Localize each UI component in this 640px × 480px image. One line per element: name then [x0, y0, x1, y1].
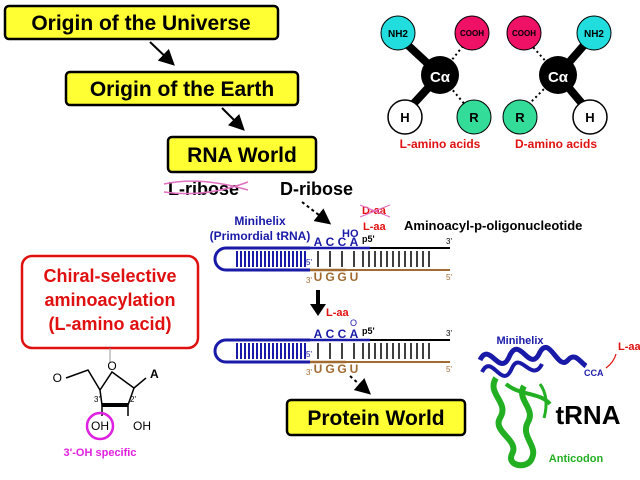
l-amino-acid-structure: Cα NH2 COOH H R — [380, 15, 492, 135]
l-amino-acids-label: L-amino acids — [400, 137, 481, 151]
d-amino-acid-structure: Cα COOH NH2 R H — [502, 15, 612, 135]
oligo-label: Aminoacyl-p-oligonucleotide — [404, 218, 582, 233]
p5-label-2: p5' — [362, 326, 375, 336]
oligo2-three-prime: 3' — [446, 329, 452, 338]
rna-world-box: RNA World — [166, 135, 318, 174]
down-arrow — [310, 290, 326, 316]
mh1-five-prime: 5' — [306, 258, 312, 267]
chiral-selective-box: Chiral-selective aminoacylation (L-amino… — [20, 254, 200, 350]
d-r-label: R — [515, 110, 525, 125]
ribose-o5-label: O — [53, 371, 62, 385]
mh2-top-base-1: A — [314, 327, 323, 341]
p5-label-1: p5' — [362, 234, 375, 244]
l-calpha-label: Cα — [430, 69, 451, 86]
ribose-a-label: A — [150, 367, 159, 381]
chiral-line-2: aminoacylation — [44, 290, 175, 310]
mh1-top-base-2: C — [326, 235, 335, 249]
trna-ribbon — [477, 345, 588, 469]
ribose-oh3-label: OH — [91, 419, 109, 433]
d-nh2-label: NH2 — [584, 29, 604, 40]
mh1-top-base-3: C — [338, 235, 347, 249]
earth-box: Origin of the Earth — [64, 70, 300, 107]
earth-label: Origin of the Earth — [90, 78, 274, 101]
trna-minihelix-label: Minihelix — [496, 335, 544, 347]
trna-title: tRNA — [556, 400, 621, 430]
d-aa-strike — [359, 204, 391, 218]
universe-box: Origin of the Universe — [3, 4, 280, 41]
trna-l-aa-label: L-aa — [618, 341, 640, 353]
ribose-oh2-label: OH — [133, 419, 151, 433]
d-amino-acids-label: D-amino acids — [515, 137, 597, 151]
mh2-o-label: O — [350, 318, 357, 328]
protein-world-label: Protein World — [307, 407, 444, 430]
mh1-top-base-4: A — [350, 235, 359, 249]
arrow-universe-earth — [149, 41, 175, 66]
arrow-dribose-minihelix — [301, 201, 332, 225]
oligo2-five-prime: 5' — [446, 365, 452, 374]
ribose-c3-label: 3' — [94, 395, 100, 404]
trna-aa-link — [605, 353, 617, 369]
l-h-label: H — [400, 110, 409, 125]
mh1-three-prime: 3' — [306, 276, 312, 285]
minihelix-1 — [213, 246, 450, 272]
ribose-structure — [65, 369, 147, 441]
mh2-top-base-2: C — [326, 327, 335, 341]
d-cooh-label: COOH — [512, 29, 536, 38]
trna-cca-label: CCA — [584, 368, 604, 378]
mh1-bottom-base-2: G — [325, 270, 334, 284]
chiral-line-3: (L-amino acid) — [48, 314, 171, 334]
chiral-line-1: Chiral-selective — [43, 266, 176, 286]
d-h-label: H — [585, 110, 594, 125]
l-aa-label-2: L-aa — [326, 307, 350, 319]
ribose-ring-o-label: O — [107, 359, 116, 373]
mh2-bottom-base-2: G — [325, 362, 334, 376]
universe-label: Origin of the Universe — [31, 12, 250, 35]
ho-label: HO — [342, 228, 359, 240]
oligo-three-prime: 3' — [446, 237, 452, 246]
mh1-bottom-base-4: U — [350, 270, 359, 284]
d-ribose-label: D-ribose — [280, 179, 353, 199]
mh1-bottom-base-1: U — [314, 270, 323, 284]
mh2-top-base-4: A — [350, 327, 359, 341]
anticodon-label: Anticodon — [549, 453, 604, 465]
minihelix-2 — [213, 338, 450, 364]
oligo-five-prime: 5' — [446, 273, 452, 282]
d-calpha-label: Cα — [548, 69, 569, 86]
mh2-bottom-base-4: U — [350, 362, 359, 376]
mh1-bottom-base-3: G — [337, 270, 346, 284]
arrow-earth-rna — [221, 107, 245, 131]
minihelix-subtitle: (Primordial tRNA) — [210, 229, 311, 243]
rna-world-label: RNA World — [187, 144, 297, 167]
l-r-label: R — [469, 110, 479, 125]
l-aa-label-1: L-aa — [363, 221, 387, 233]
arrow-to-protein-world — [349, 375, 371, 395]
minihelix-title: Minihelix — [234, 214, 286, 228]
ribose-c2-label: 2' — [130, 395, 136, 404]
l-cooh-label: COOH — [460, 29, 484, 38]
mh2-top-base-3: C — [338, 327, 347, 341]
mh2-bottom-base-1: U — [314, 362, 323, 376]
mh2-five-prime: 5' — [306, 350, 312, 359]
mh1-top-base-1: A — [314, 235, 323, 249]
mh2-bottom-base-3: G — [337, 362, 346, 376]
l-ribose-strike — [163, 180, 249, 195]
mh2-three-prime: 3' — [306, 368, 312, 377]
protein-world-box: Protein World — [285, 398, 467, 437]
three-oh-specific-label: 3'-OH specific — [64, 447, 137, 459]
l-nh2-label: NH2 — [388, 29, 408, 40]
